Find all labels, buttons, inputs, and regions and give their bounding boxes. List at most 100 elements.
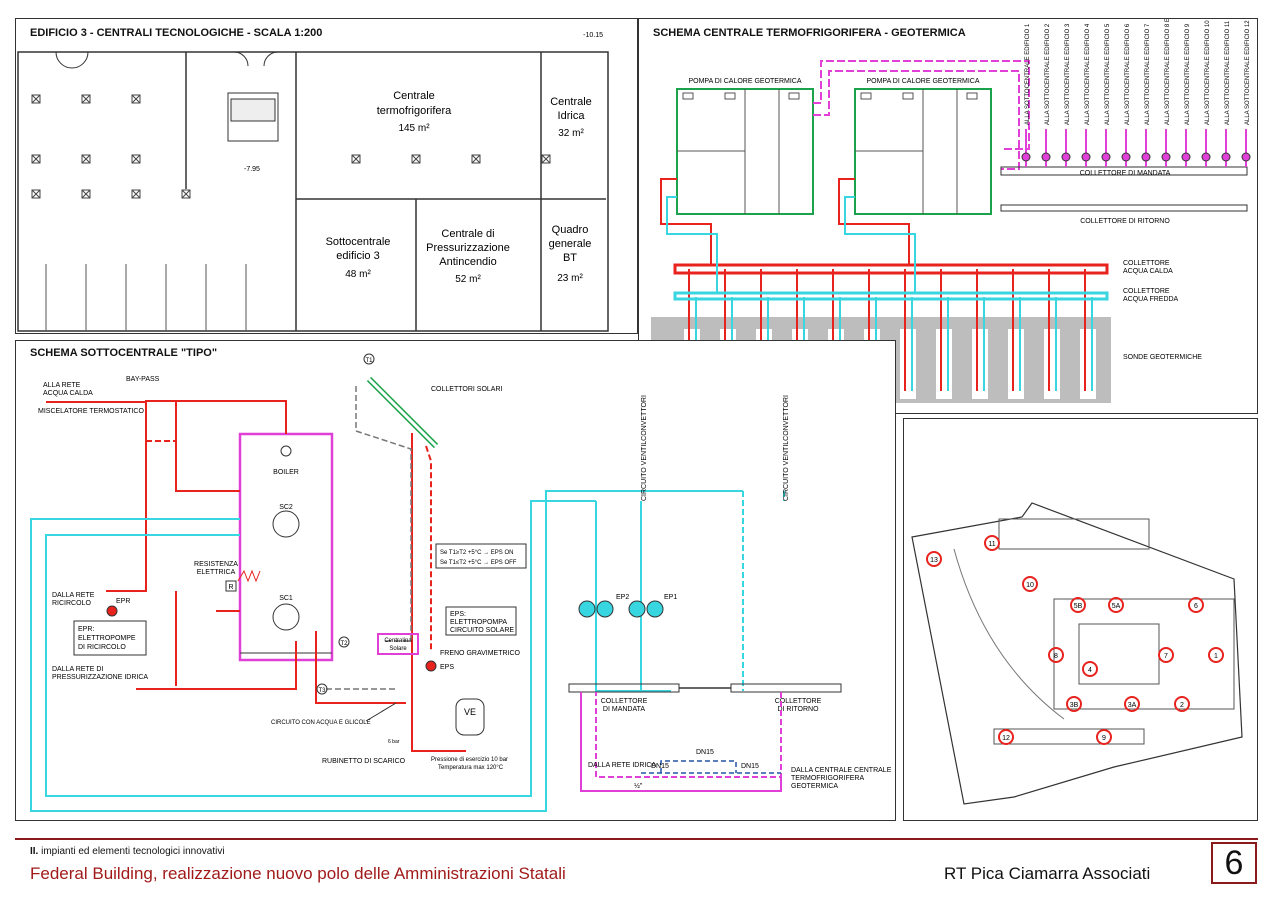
resistenza-label: ELETTRICA [197, 569, 236, 576]
building-marker: 13 [926, 551, 942, 567]
building-marker-label: 4 [1088, 667, 1092, 674]
building-marker-label: 12 [1002, 735, 1010, 742]
coll-mandata-label: COLLETTORE [601, 698, 648, 705]
column-marker [81, 189, 91, 199]
ep1-label: EP1 [664, 594, 677, 601]
column-marker [81, 154, 91, 164]
branch-label: ALLA SOTTOCENTRALE EDIFICIO 8 E 4 [1165, 19, 1171, 125]
branch-label: ALLA SOTTOCENTRALE EDIFICIO 2 [1045, 23, 1051, 125]
column-marker [31, 189, 41, 199]
building-marker-label: 3B [1070, 702, 1079, 709]
column-marker [81, 94, 91, 104]
footer-subtitle-number: II. [30, 846, 39, 857]
building-marker: 3B [1066, 696, 1082, 712]
building-marker-label: 7 [1164, 653, 1168, 660]
branch-label: ALLA SOTTOCENTRALE EDIFICIO 4 [1085, 23, 1091, 125]
t1-label: T1 [365, 358, 373, 364]
column-marker [131, 154, 141, 164]
branch-pump [1141, 152, 1151, 162]
probe-well [1008, 329, 1024, 399]
coll-ritorno-label: DI RITORNO [777, 706, 819, 713]
pump-label: POMPA DI CALORE GEOTERMICA [688, 78, 801, 85]
plan-level-mid: -7.95 [244, 166, 260, 173]
building-marker-label: 10 [1026, 582, 1034, 589]
room-area: 32 m² [558, 128, 584, 139]
building-marker-label: 9 [1102, 735, 1106, 742]
miscelatore-label: MISCELATORE TERMOSTATICO [38, 408, 144, 415]
building-marker-label: 5A [1112, 603, 1121, 610]
epr-note: EPR: [78, 626, 94, 633]
room-area: 52 m² [455, 274, 481, 285]
room-label: Sottocentrale [326, 236, 391, 248]
dalla-centrale: GEOTERMICA [791, 783, 838, 790]
pressione-label: Pressione di esercizio 10 bar [431, 757, 508, 763]
footer-subtitle-text: impianti ed elementi tecnologici innovat… [41, 846, 225, 857]
column-marker [351, 154, 361, 164]
room-label: Antincendio [439, 256, 497, 268]
branch-label: ALLA SOTTOCENTRALE EDIFICIO 1 [1025, 23, 1031, 125]
building-marker: 1 [1208, 647, 1224, 663]
branch-pump [1101, 152, 1111, 162]
branch-pump [1241, 152, 1251, 162]
ricircolo-label: DALLA RETE [52, 592, 95, 599]
epr-note: DI RICIRCOLO [78, 644, 126, 651]
footer-subtitle: II. impianti ed elementi tecnologici inn… [30, 846, 225, 857]
eps-note: EPS: [450, 611, 466, 618]
room-label: Centrale di [441, 228, 494, 240]
building-marker: 3A [1124, 696, 1140, 712]
rete-idrica-label: DALLA RETE IDRICA [588, 762, 656, 769]
branch-pump [1221, 152, 1231, 162]
t2-label: T2 [340, 641, 348, 647]
epr-note: ELETTROPOMPE [78, 635, 136, 642]
building-marker: 6 [1188, 597, 1204, 613]
mandata-label: COLLETTORE DI MANDATA [1080, 170, 1171, 177]
coll-mandata-label: DI MANDATA [603, 706, 645, 713]
substation-drawing: BOILER SC2 SC1 R RESISTENZA ELETTRICA [30, 353, 892, 812]
column-marker [31, 154, 41, 164]
column-marker [181, 189, 191, 199]
pressurizzazione-label: PRESSURIZZAZIONE IDRICA [52, 674, 148, 681]
branch-pump [1081, 152, 1091, 162]
rubinetto-label: RUBINETTO DI SCARICO [322, 758, 406, 765]
branch-label: ALLA SOTTOCENTRALE EDIFICIO 6 [1125, 23, 1131, 125]
pressurizzazione-label: DALLA RETE DI [52, 666, 103, 673]
branch-pump [1161, 152, 1171, 162]
sc1-label: SC1 [279, 595, 293, 602]
room-label: Centrale [550, 96, 592, 108]
rete-calda-label: ACQUA CALDA [43, 390, 93, 397]
pump-label: POMPA DI CALORE GEOTERMICA [866, 78, 979, 85]
rete-calda-label: ALLA RETE [43, 382, 81, 389]
probe-well [900, 329, 916, 399]
column-marker [131, 189, 141, 199]
column-marker [541, 154, 551, 164]
bypass-label: BAY-PASS [126, 376, 160, 383]
room-label: termofrigorifera [377, 105, 452, 117]
epr-label: EPR [116, 598, 130, 605]
probe-well [936, 329, 952, 399]
centralina-label: Solare [389, 646, 407, 652]
floor-plan-panel: EDIFICIO 3 - CENTRALI TECNOLOGICHE - SCA… [15, 18, 638, 334]
branch-label: ALLA SOTTOCENTRALE EDIFICIO 7 [1145, 23, 1151, 125]
building-marker: 5B [1070, 597, 1086, 613]
coll-ritorno-label: COLLETTORE [775, 698, 822, 705]
room-label: Idrica [558, 110, 586, 122]
branch-pump [1121, 152, 1131, 162]
dn15-label: DN15 [741, 763, 759, 770]
page-number: 6 [1211, 842, 1257, 884]
branch-pump [1021, 152, 1031, 162]
eps-off-rule: Se T1≤T2 +5°C → EPS OFF [440, 560, 517, 566]
column-marker [131, 94, 141, 104]
branch-label: ALLA SOTTOCENTRALE EDIFICIO 9 [1185, 23, 1191, 125]
dn15-label: DN15 [696, 749, 714, 756]
r-label: R [228, 584, 233, 591]
probe-well [1080, 329, 1096, 399]
column-marker [411, 154, 421, 164]
eps-note: CIRCUITO SOLARE [450, 627, 514, 634]
branch-pump [1061, 152, 1071, 162]
calda-label: COLLETTORE [1123, 260, 1170, 267]
fredda-label: ACQUA FREDDA [1123, 296, 1179, 303]
room-label: Centrale [393, 90, 435, 102]
building-marker-label: 11 [988, 541, 995, 548]
